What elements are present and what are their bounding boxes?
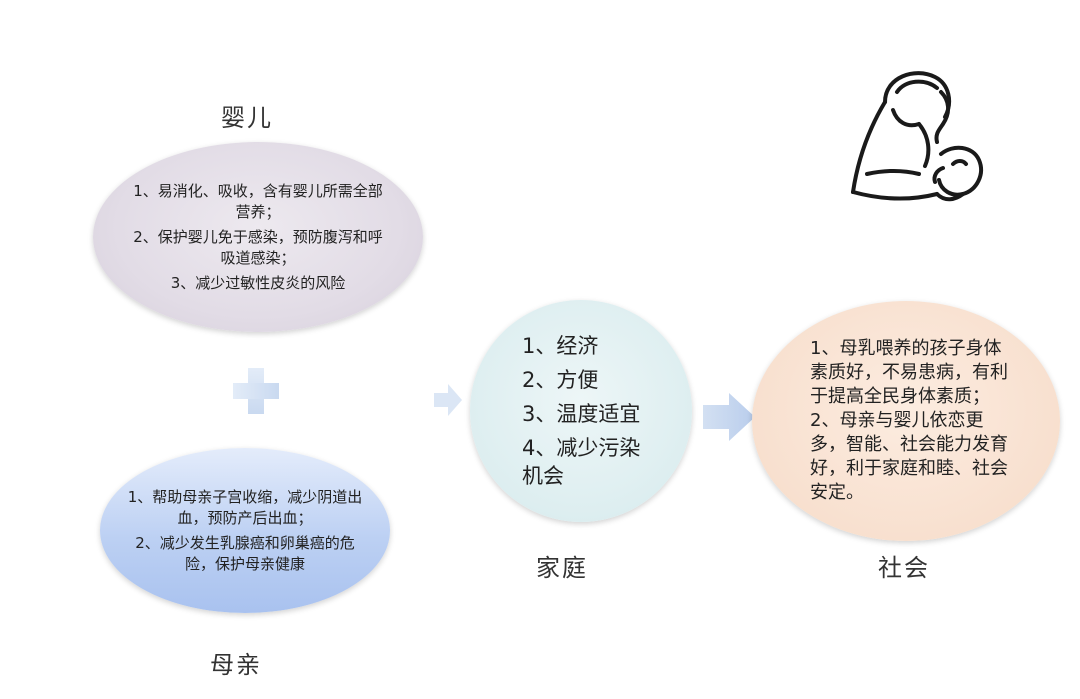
mother-point-1: 1、帮助母亲子宫收缩，减少阴道出血，预防产后出血；: [127, 487, 363, 527]
infant-benefits-ellipse: 1、易消化、吸收，含有婴儿所需全部营养； 2、保护婴儿免于感染，预防腹泻和呼吸道…: [93, 142, 423, 332]
infant-point-2: 2、保护婴儿免于感染，预防腹泻和呼吸道感染；: [133, 227, 383, 267]
family-point-3: 3、温度适宜: [522, 402, 641, 426]
mother-title: 母亲: [210, 651, 262, 679]
infant-title: 婴儿: [221, 104, 273, 132]
mother-benefits-ellipse: 1、帮助母亲子宫收缩，减少阴道出血，预防产后出血； 2、减少发生乳腺癌和卵巢癌的…: [100, 448, 390, 613]
family-title: 家庭: [536, 554, 588, 582]
mother-point-2: 2、减少发生乳腺癌和卵巢癌的危险，保护母亲健康: [135, 533, 355, 573]
infant-point-1: 1、易消化、吸收，含有婴儿所需全部营养；: [133, 181, 383, 221]
society-point-1: 1、母乳喂养的孩子身体素质好，不易患病，有利于提高全民身体素质；: [810, 338, 1008, 407]
infant-point-3: 3、减少过敏性皮炎的风险: [170, 273, 346, 292]
family-benefits-circle: 1、经济 2、方便 3、温度适宜 4、减少污染机会: [470, 300, 692, 522]
right-arrow-icon-large: [703, 393, 755, 441]
family-point-2: 2、方便: [522, 368, 599, 392]
right-arrow-icon-small: [434, 384, 462, 416]
family-point-4: 4、减少污染机会: [522, 436, 641, 488]
society-title: 社会: [878, 554, 930, 582]
society-point-2: 2、母亲与婴儿依恋更多，智能、社会能力发育好，利于家庭和睦、社会安定。: [810, 410, 1008, 503]
breastfeeding-mother-icon: [851, 71, 983, 202]
society-benefits-ellipse: 1、母乳喂养的孩子身体素质好，不易患病，有利于提高全民身体素质； 2、母亲与婴儿…: [752, 301, 1060, 541]
family-point-1: 1、经济: [522, 334, 599, 358]
